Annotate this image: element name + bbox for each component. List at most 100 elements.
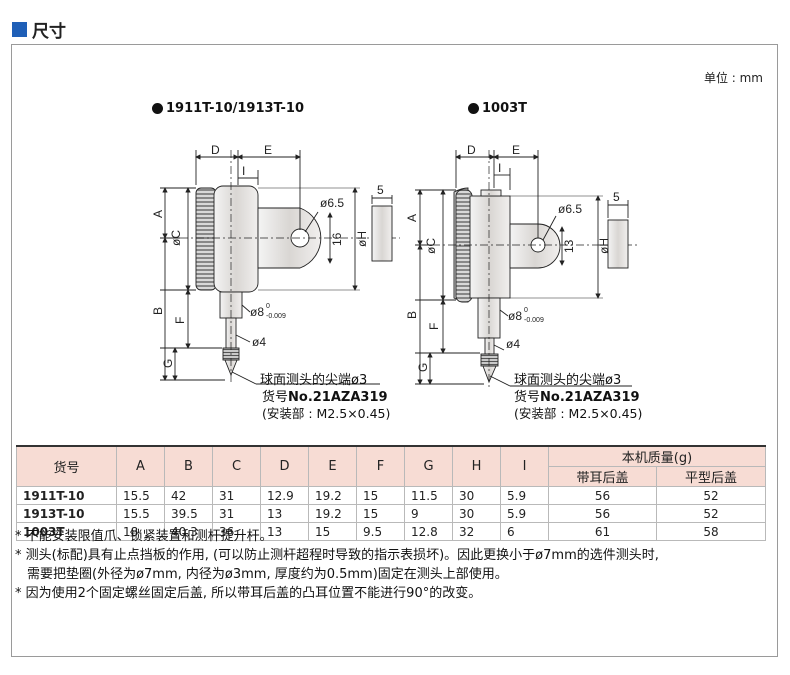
- contact-knurl-right: [480, 353, 499, 367]
- top-cap-right: [480, 189, 502, 197]
- dim-A-right: A: [405, 214, 419, 222]
- drawing-left-labels: D E I ø6.5 5 A øC B F G 16 øH ø8 0 -0.00…: [151, 143, 384, 368]
- spindle-right: [484, 337, 495, 355]
- col-header: C: [212, 445, 261, 487]
- part-number-left: 货号No.21AZA319: [262, 390, 388, 405]
- note-item: * 因为使用2个固定螺丝固定后盖, 所以带耳后盖的凸耳位置不能进行90°的改变。: [15, 586, 482, 601]
- value-cell: 31: [212, 504, 261, 523]
- col-header: G: [404, 445, 453, 487]
- dim-F-left: F: [173, 317, 187, 324]
- tip-label-left: 球面测头的尖端ø3: [260, 373, 368, 388]
- dim-G-right: G: [416, 363, 430, 372]
- model-cell: 1003T: [16, 522, 117, 541]
- dim-stem-left: ø8: [250, 305, 264, 319]
- dim-stem-tol-bot-right: -0.009: [524, 317, 544, 324]
- dim-I-left: I: [242, 164, 245, 178]
- spec-table: 货号 A B C D E F G H I 本机质量(g) 带耳后盖 平型后盖 1…: [16, 445, 766, 541]
- value-cell: 11.5: [404, 486, 453, 505]
- model-title-right: 1003T: [468, 101, 527, 116]
- value-cell: 36: [212, 522, 261, 541]
- value-cell: 13: [260, 522, 309, 541]
- lug-side-left: [371, 205, 393, 262]
- value-cell: 30: [452, 504, 501, 523]
- dim-E-left: E: [264, 143, 272, 157]
- dim-stem-tol-top-right: 0: [524, 307, 528, 314]
- mount-right: (安装部 : M2.5×0.45): [514, 406, 643, 421]
- value-cell: 15: [356, 504, 405, 523]
- part-number-right: 货号No.21AZA319: [514, 390, 640, 405]
- col-header: E: [308, 445, 357, 487]
- note-item: * 测头(标配)具有止点挡板的作用, (可以防止测杆超程时导致的指示表损坏)。因…: [15, 548, 659, 563]
- lug-side-right: [607, 219, 629, 269]
- dim-B-right: B: [405, 311, 419, 319]
- bullet-icon: [152, 103, 163, 114]
- value-cell: 61: [548, 522, 657, 541]
- value-cell: 30: [452, 486, 501, 505]
- value-cell: 19.2: [308, 504, 357, 523]
- value-cell: 56: [548, 486, 657, 505]
- section-header: 尺寸: [12, 18, 66, 42]
- dim-H-right: øH: [597, 238, 611, 254]
- value-cell: 42: [164, 486, 213, 505]
- dim-D-left: D: [211, 143, 220, 157]
- dim-hole-right: ø6.5: [558, 202, 582, 216]
- dim-stem-tol-top-left: 0: [266, 303, 270, 310]
- col-header: 货号: [16, 445, 117, 487]
- dim-lug-left: 5: [377, 183, 384, 197]
- dim-16-left: 16: [330, 232, 344, 246]
- value-cell: 6: [500, 522, 549, 541]
- dim-stem-right: ø8: [508, 309, 522, 323]
- value-cell: 31: [212, 486, 261, 505]
- dim-G-left: G: [161, 359, 175, 368]
- drawing-right: [415, 150, 640, 390]
- value-cell: 15: [356, 486, 405, 505]
- value-cell: 15: [308, 522, 357, 541]
- col-header: B: [164, 445, 213, 487]
- dimension-drawings: D E I ø6.5 5 A øC B F G 16 øH ø8 0 -0.00…: [151, 143, 640, 390]
- value-cell: 15.5: [116, 504, 165, 523]
- dim-D-right: D: [467, 143, 476, 157]
- sub-header: 平型后盖: [656, 466, 766, 487]
- dim-spindle-right: ø4: [506, 337, 520, 351]
- contact-tip-right: [482, 365, 497, 384]
- col-header: F: [356, 445, 405, 487]
- notes: * 不能安装限值爪、锁紧装置和测杆提升杆。 * 测头(标配)具有止点挡板的作用,…: [15, 527, 659, 603]
- col-header: I: [500, 445, 549, 487]
- col-header: H: [452, 445, 501, 487]
- sub-header: 带耳后盖: [548, 466, 657, 487]
- value-cell: 12.9: [260, 486, 309, 505]
- dim-I-right: I: [498, 161, 501, 175]
- value-cell: 15.5: [116, 486, 165, 505]
- dim-A-left: A: [151, 210, 165, 218]
- lug-back-left: [257, 207, 322, 269]
- note-item: * 不能安装限值爪、锁紧装置和测杆提升杆。: [15, 529, 273, 544]
- dim-H-left: øH: [355, 231, 369, 247]
- drawing-right-labels: D E I ø6.5 5 A øC B F G 13 øH ø8 0 -0.00…: [405, 143, 620, 372]
- bullet-icon: [468, 103, 479, 114]
- unit-label: 单位 : mm: [703, 71, 763, 85]
- case-left: [213, 185, 259, 293]
- section-title: 尺寸: [32, 21, 66, 42]
- dim-stem-tol-bot-left: -0.009: [266, 313, 286, 320]
- bezel-knurl-left: [195, 187, 217, 291]
- value-cell: 58: [656, 522, 766, 541]
- value-cell: 18: [116, 522, 165, 541]
- value-cell: 56: [548, 504, 657, 523]
- dim-E-right: E: [512, 143, 520, 157]
- dim-lug-right: 5: [613, 190, 620, 204]
- value-cell: 39.5: [164, 504, 213, 523]
- dim-spindle-left: ø4: [252, 335, 266, 349]
- drawing-left: [160, 150, 400, 385]
- dim-C-left: øC: [169, 230, 183, 246]
- blue-square-icon: [12, 21, 27, 37]
- value-cell: 52: [656, 504, 766, 523]
- dim-B-left: B: [151, 307, 165, 315]
- content-frame: 单位 : mm: [11, 44, 778, 657]
- value-cell: 52: [656, 486, 766, 505]
- value-cell: 13: [260, 504, 309, 523]
- col-header: A: [116, 445, 165, 487]
- dim-F-right: F: [427, 323, 441, 330]
